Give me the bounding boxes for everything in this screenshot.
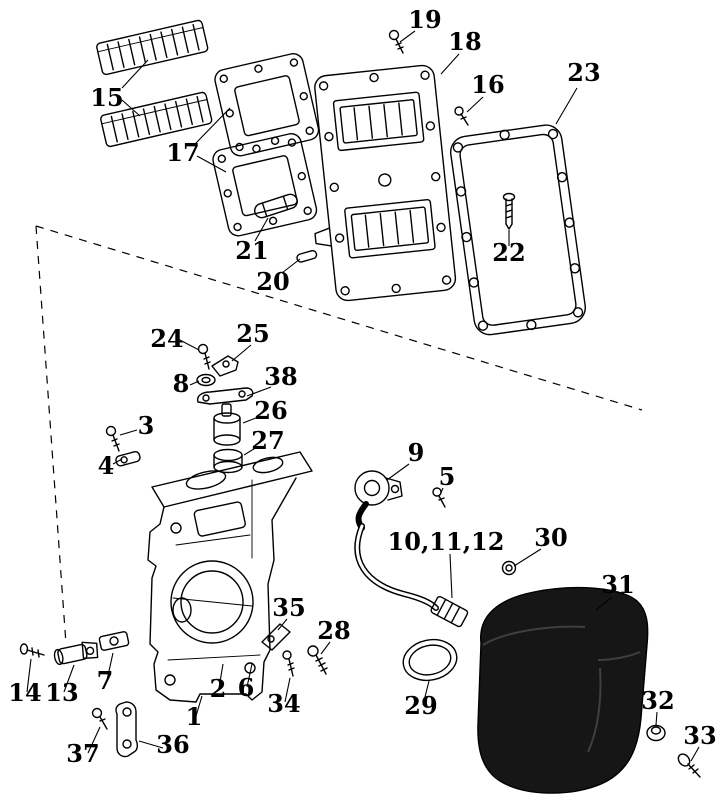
callout-23: 23: [567, 58, 600, 87]
part-31-silencer-cover: [477, 586, 649, 794]
callout-4: 4: [98, 451, 115, 480]
leader-lines: [26, 30, 700, 762]
part-1-throttle-body: [147, 451, 313, 703]
part-34-screw: [282, 650, 295, 677]
part-18-manifold-plate: [314, 64, 457, 302]
callout-10-11-12: 10,11,12: [388, 527, 505, 556]
callout-26: 26: [254, 396, 287, 425]
callout-18: 18: [448, 27, 481, 56]
part-17-gaskets: [212, 53, 320, 237]
callout-8: 8: [173, 369, 190, 398]
callout-19: 19: [408, 5, 441, 34]
callout-16: 16: [471, 70, 504, 99]
part-9-sensor: [354, 470, 403, 531]
part-32-cap: [646, 724, 666, 742]
part-27-cap: [213, 448, 243, 474]
part-16-screw: [454, 106, 469, 126]
callout-5: 5: [439, 462, 456, 491]
part-14-screw: [19, 643, 45, 658]
part-22-screw: [502, 192, 516, 230]
part-19-screw: [388, 29, 404, 54]
callout-25: 25: [236, 319, 269, 348]
part-8-grommet: [196, 373, 216, 387]
harness-cable: [354, 523, 439, 611]
callout-31: 31: [601, 570, 634, 599]
part-29-o-ring: [402, 638, 458, 682]
part-15-reed-plates: [96, 19, 213, 148]
part-30-grommet-nut: [501, 560, 517, 576]
callout-32: 32: [641, 686, 674, 715]
callout-22: 22: [492, 238, 525, 267]
callout-2: 2: [210, 674, 227, 703]
callout-34: 34: [267, 689, 300, 718]
part-10-11-12-connector: [430, 596, 469, 628]
callout-29: 29: [404, 691, 437, 720]
callout-6: 6: [238, 673, 255, 702]
part-26-valve-cylinder: [213, 403, 241, 446]
part-38-bracket-plate: [196, 387, 254, 405]
part-33-screw: [677, 753, 701, 778]
part-13-sensor: [53, 641, 99, 666]
callout-35: 35: [272, 593, 305, 622]
callout-17: 17: [166, 138, 199, 167]
part-20-pin: [296, 249, 318, 263]
part-37-screw: [91, 707, 108, 730]
part-24-screw: [197, 343, 211, 370]
callout-27: 27: [251, 426, 284, 455]
callout-15: 15: [90, 83, 123, 112]
callout-37: 37: [66, 739, 99, 768]
callout-13: 13: [45, 678, 78, 707]
part-36-bracket-strip: [115, 701, 139, 758]
part-35-clamp: [261, 623, 291, 651]
callout-30: 30: [534, 523, 567, 552]
callout-36: 36: [156, 730, 189, 759]
part-21-pin: [254, 193, 298, 219]
callout-24: 24: [150, 324, 183, 353]
part-7-plate: [98, 631, 130, 651]
callout-38: 38: [264, 362, 297, 391]
part-4-clip: [115, 451, 141, 467]
callout-1: 1: [186, 702, 203, 731]
part-28-screw: [307, 645, 328, 675]
callout-21: 21: [235, 236, 268, 265]
callouts: 19 18 16 23 15 17 21 22 20 24 25 8 38 26…: [8, 5, 716, 768]
part-25-bracket: [211, 355, 239, 377]
callout-3: 3: [138, 411, 155, 440]
assembly-boundary-dashed-lines: [35, 225, 643, 645]
callout-20: 20: [256, 267, 289, 296]
callout-7: 7: [97, 666, 114, 695]
callout-28: 28: [317, 616, 350, 645]
part-23-gasket: [449, 124, 586, 336]
part-3-screw: [105, 425, 120, 452]
callout-9: 9: [408, 438, 425, 467]
callout-14: 14: [8, 678, 41, 707]
callout-33: 33: [683, 721, 716, 750]
